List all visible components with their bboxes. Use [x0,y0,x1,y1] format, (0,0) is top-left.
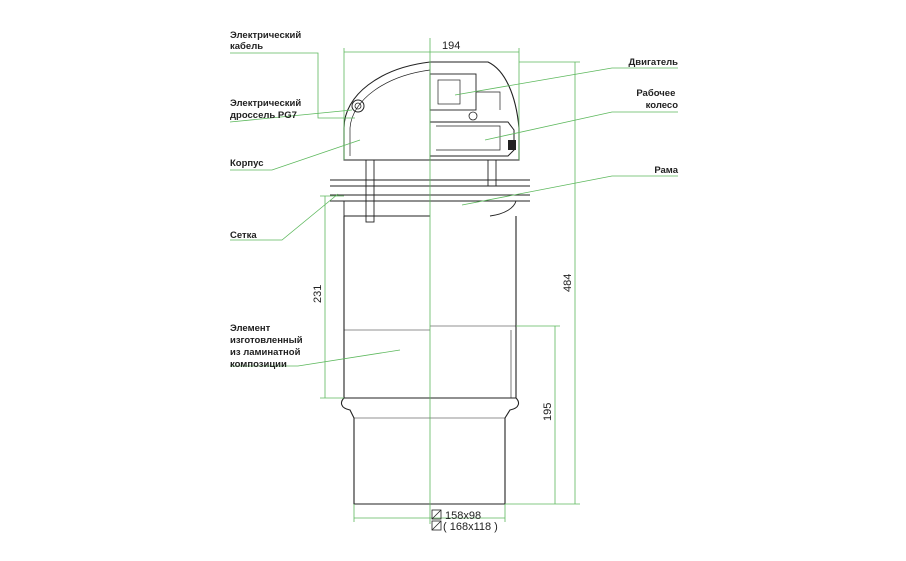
label-motor: Двигатель [629,57,679,68]
label-mesh: Сетка [230,230,257,241]
label-impeller: Рабочее колесо [636,88,678,111]
base-size-icon [431,509,442,531]
label-cable: Электрический кабель [230,30,304,52]
dim-total-height: 484 [562,274,574,292]
cable-gland [351,99,365,113]
dim-upper-height: 231 [312,285,324,303]
dim-lower-height: 195 [542,403,554,421]
leader-lines [229,52,678,367]
dimension-lines [320,48,580,522]
impeller [430,111,516,157]
label-frame: Рама [654,165,678,176]
label-housing: Корпус [230,158,263,169]
lower-tube [340,397,520,505]
dim-top-width: 194 [442,40,460,52]
label-gland: Электрический дроссель PG7 [230,98,304,121]
motor-block [429,73,501,111]
dim-base-size-1: 158x98 [445,510,481,522]
label-laminate: Элемент изготовленный из ламинатной комп… [230,323,305,370]
dim-base-size-2: ( 168x118 ) [443,521,498,533]
housing-cap [343,61,520,161]
